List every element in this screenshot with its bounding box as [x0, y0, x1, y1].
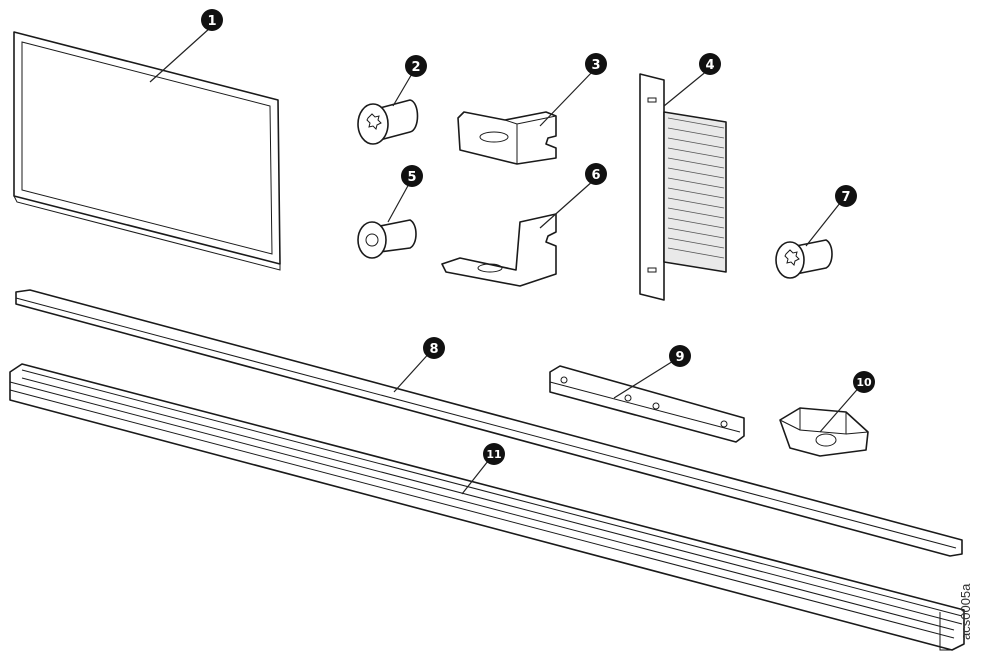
- drawing-code-label: acs0005a: [958, 583, 973, 640]
- leader-9: [613, 357, 679, 399]
- callout-6: 6: [585, 163, 607, 185]
- callout-8: 8: [423, 337, 445, 359]
- part-2-screw: [357, 99, 419, 145]
- part-9-mounting-strip: [549, 365, 745, 443]
- callout-4: 4: [699, 53, 721, 75]
- leader-5: [387, 181, 411, 223]
- leader-1: [149, 27, 211, 83]
- part-6-bracket: [441, 213, 557, 287]
- svg-text:3: 3: [591, 58, 600, 73]
- leader-4: [663, 69, 709, 107]
- part-11-channel-rail: [9, 363, 965, 651]
- callout-5: 5: [401, 165, 423, 187]
- svg-text:4: 4: [705, 58, 714, 73]
- svg-text:2: 2: [411, 60, 420, 75]
- svg-text:10: 10: [856, 376, 872, 389]
- leader-6: [539, 179, 595, 229]
- leader-8: [393, 349, 433, 393]
- part-4-brush-strip: [639, 73, 727, 301]
- svg-text:9: 9: [675, 350, 684, 365]
- svg-text:11: 11: [486, 448, 501, 461]
- part-10-nut: [779, 407, 869, 457]
- leader-2: [392, 71, 414, 107]
- part-1-panel: [13, 31, 281, 271]
- part-3-bracket: [457, 111, 557, 165]
- part-5-screw: [357, 219, 417, 259]
- callout-11: 11: [483, 443, 505, 465]
- leader-10: [819, 383, 863, 433]
- callout-9: 9: [669, 345, 691, 367]
- svg-text:8: 8: [429, 342, 438, 357]
- leader-3: [539, 69, 595, 127]
- callout-7: 7: [835, 185, 857, 207]
- svg-text:7: 7: [841, 190, 850, 205]
- svg-text:5: 5: [407, 170, 416, 185]
- callout-2: 2: [405, 55, 427, 77]
- part-7-screw: [775, 239, 833, 279]
- leader-7: [805, 197, 845, 247]
- callout-3: 3: [585, 53, 607, 75]
- callout-10: 10: [853, 371, 875, 393]
- part-8-rail-strip: [15, 289, 963, 557]
- svg-text:1: 1: [207, 14, 216, 29]
- callout-1: 1: [201, 9, 223, 31]
- svg-text:6: 6: [591, 168, 600, 183]
